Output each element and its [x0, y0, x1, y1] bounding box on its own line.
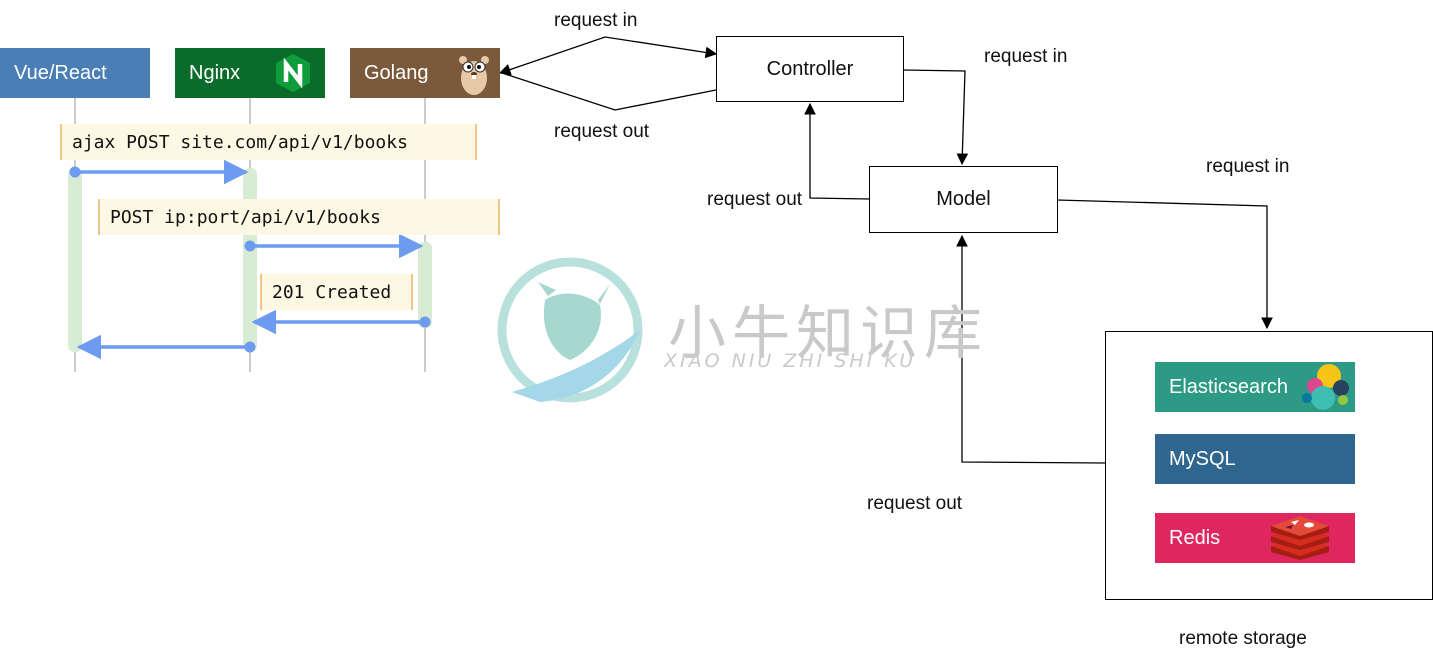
store-mysql: MySQL: [1155, 434, 1355, 484]
edge-controller-to-golang: [501, 72, 717, 111]
participant-label: Vue/React: [14, 61, 107, 84]
label-request-out-golang: request out: [554, 121, 650, 142]
edge-controller-to-model: [902, 69, 969, 166]
participant-nginx: Nginx: [175, 48, 325, 98]
msg-dot-2: [244, 240, 256, 252]
activation-vue: [68, 168, 82, 352]
participant-label: Nginx: [189, 61, 241, 84]
store-redis: Redis: [1155, 513, 1355, 563]
activation-golang: [418, 242, 432, 328]
store-label: MySQL: [1169, 447, 1236, 470]
message-label: 201 Created: [272, 281, 392, 303]
edge-model-to-controller: [804, 102, 870, 200]
model-box: Model: [869, 166, 1058, 233]
participant-vue-react: Vue/React: [0, 48, 150, 98]
message-note-created: 201 Created: [260, 274, 413, 310]
label-request-in-model: request in: [984, 46, 1068, 67]
controller-label: Controller: [766, 57, 854, 80]
model-label: Model: [936, 188, 991, 210]
msg-dot-1: [69, 166, 81, 178]
edge-storage-to-model: [956, 234, 1106, 464]
message-label: ajax POST site.com/api/v1/books: [72, 131, 408, 153]
gopher-icon: [459, 56, 489, 95]
msg-dot-4: [244, 341, 256, 353]
store-label: Elasticsearch: [1169, 375, 1288, 398]
label-request-in-storage: request in: [1206, 156, 1290, 177]
activation-nginx: [243, 168, 257, 352]
msg-dot-3: [419, 316, 431, 328]
label-request-in-golang: request in: [554, 10, 638, 31]
message-note-post: POST ip:port/api/v1/books: [98, 199, 500, 235]
controller-box: Controller: [716, 36, 904, 102]
nginx-n-icon: [276, 54, 310, 92]
participant-label: Golang: [364, 61, 429, 84]
watermark-chinese: 小牛知识库: [668, 299, 989, 367]
redis-icon: [1271, 516, 1329, 560]
label-request-out-controller: request out: [707, 189, 803, 210]
participant-golang: Golang: [350, 48, 500, 98]
store-label: Redis: [1169, 526, 1221, 549]
edge-golang-to-controller: [498, 36, 718, 76]
label-request-out-storage: request out: [867, 493, 963, 514]
watermark-pinyin: XIAO NIU ZHI SHI KU: [664, 350, 917, 372]
store-elasticsearch: Elasticsearch: [1155, 362, 1355, 412]
message-label: POST ip:port/api/v1/books: [110, 206, 381, 228]
edge-model-to-storage: [1056, 199, 1273, 330]
message-note-ajax: ajax POST site.com/api/v1/books: [60, 124, 477, 160]
elasticsearch-icon: [1302, 364, 1349, 410]
watermark-logo: [497, 257, 643, 403]
remote-storage-label: remote storage: [1179, 628, 1307, 649]
